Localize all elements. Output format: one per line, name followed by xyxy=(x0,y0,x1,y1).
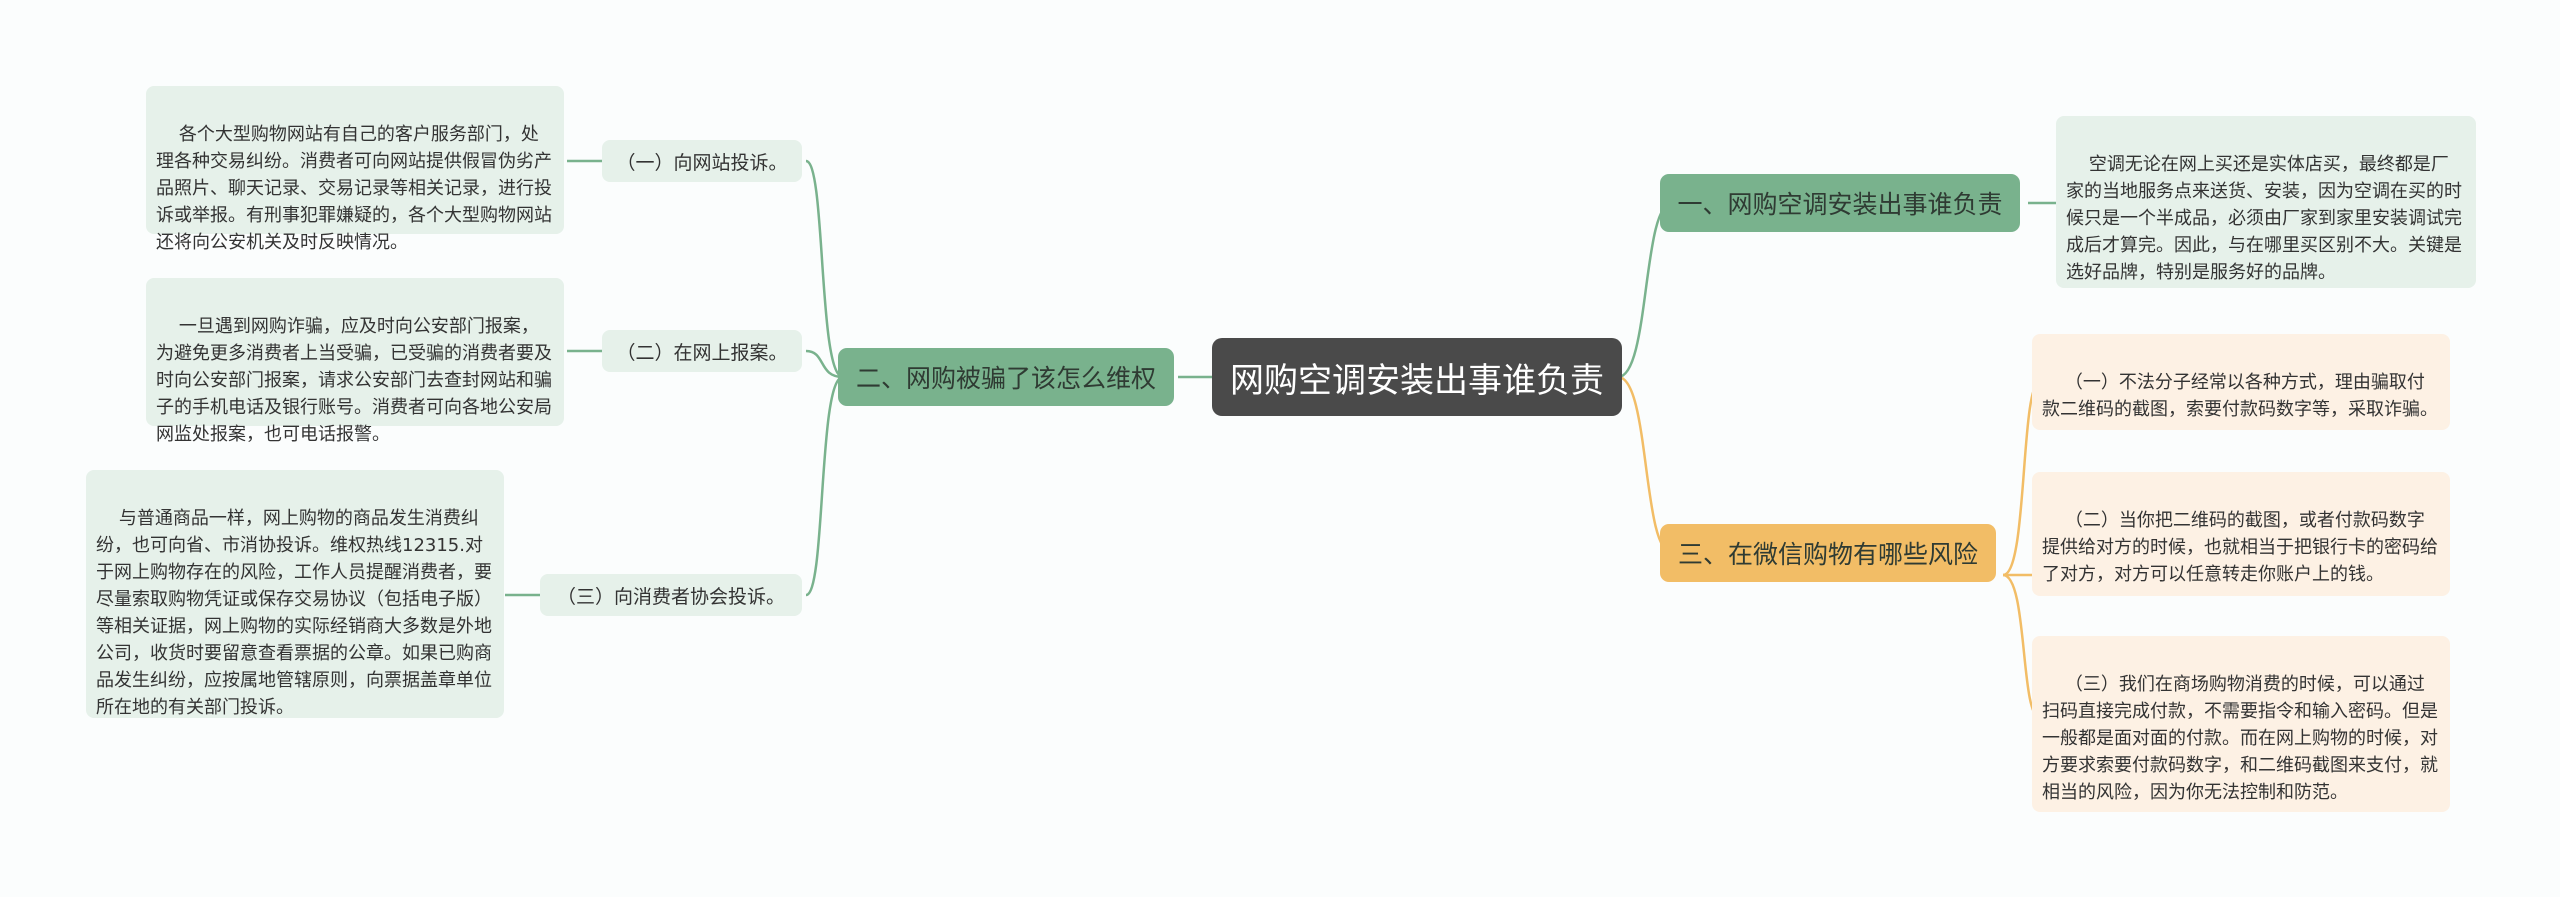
branch-responsibility-label: 一、网购空调安装出事谁负责 xyxy=(1677,190,2003,219)
branch-rights-protection-label: 二、网购被骗了该怎么维权 xyxy=(855,364,1156,393)
detail-wechat-risk-3-text: （三）我们在商场购物消费的时候，可以通过扫码直接完成付款，不需要指令和输入密码。… xyxy=(2042,674,2438,803)
detail-online-report: 一旦遇到网购诈骗，应及时向公安部门报案，为避免更多消费者上当受骗，已受骗的消费者… xyxy=(146,278,564,445)
detail-wechat-risk-1-text: （一）不法分子经常以各种方式，理由骗取付款二维码的截图，索要付款码数字等，采取诈… xyxy=(2042,372,2438,420)
detail-online-report-text: 一旦遇到网购诈骗，应及时向公安部门报案，为避免更多消费者上当受骗，已受骗的消费者… xyxy=(156,316,552,445)
sub-online-report-label: （二）在网上报案。 xyxy=(616,341,788,364)
link-left-sub-3 xyxy=(805,375,844,597)
detail-wechat-risk-1: （一）不法分子经常以各种方式，理由骗取付款二维码的截图，索要付款码数字等，采取诈… xyxy=(2032,334,2450,430)
link-left-sub-2 xyxy=(805,349,844,379)
detail-wechat-risk-3: （三）我们在商场购物消费的时候，可以通过扫码直接完成付款，不需要指令和输入密码。… xyxy=(2032,636,2450,812)
detail-website-complaint-text: 各个大型购物网站有自己的客户服务部门，处理各种交易纠纷。消费者可向网站提供假冒伪… xyxy=(156,124,552,253)
detail-responsibility-text: 空调无论在网上买还是实体店买，最终都是厂家的当地服务点来送货、安装，因为空调在买… xyxy=(2066,154,2462,283)
detail-responsibility: 空调无论在网上买还是实体店买，最终都是厂家的当地服务点来送货、安装，因为空调在买… xyxy=(2056,116,2476,288)
detail-wechat-risk-2: （二）当你把二维码的截图，或者付款码数字提供给对方的时候，也就相当于把银行卡的密… xyxy=(2032,472,2450,596)
sub-website-complaint[interactable]: （一）向网站投诉。 xyxy=(602,140,802,182)
sub-website-complaint-label: （一）向网站投诉。 xyxy=(616,151,788,174)
detail-wechat-risk-2-text: （二）当你把二维码的截图，或者付款码数字提供给对方的时候，也就相当于把银行卡的密… xyxy=(2042,510,2438,585)
sub-consumer-association-label: （三）向消费者协会投诉。 xyxy=(556,585,785,608)
detail-website-complaint: 各个大型购物网站有自己的客户服务部门，处理各种交易纠纷。消费者可向网站提供假冒伪… xyxy=(146,86,564,253)
branch-responsibility[interactable]: 一、网购空调安装出事谁负责 xyxy=(1660,174,2020,232)
branch-rights-protection[interactable]: 二、网购被骗了该怎么维权 xyxy=(838,348,1174,406)
root-topic-label: 网购空调安装出事谁负责 xyxy=(1230,360,1604,401)
detail-consumer-association-text: 与普通商品一样，网上购物的商品发生消费纠纷，也可向省、市消协投诉。维权热线123… xyxy=(96,508,492,718)
link-left-sub-1 xyxy=(805,159,844,379)
root-topic[interactable]: 网购空调安装出事谁负责 xyxy=(1212,338,1622,416)
sub-consumer-association[interactable]: （三）向消费者协会投诉。 xyxy=(540,574,802,616)
sub-online-report[interactable]: （二）在网上报案。 xyxy=(602,330,802,372)
branch-wechat-risk[interactable]: 三、在微信购物有哪些风险 xyxy=(1660,524,1996,582)
detail-consumer-association: 与普通商品一样，网上购物的商品发生消费纠纷，也可向省、市消协投诉。维权热线123… xyxy=(86,470,504,718)
branch-wechat-risk-label: 三、在微信购物有哪些风险 xyxy=(1677,540,1978,569)
